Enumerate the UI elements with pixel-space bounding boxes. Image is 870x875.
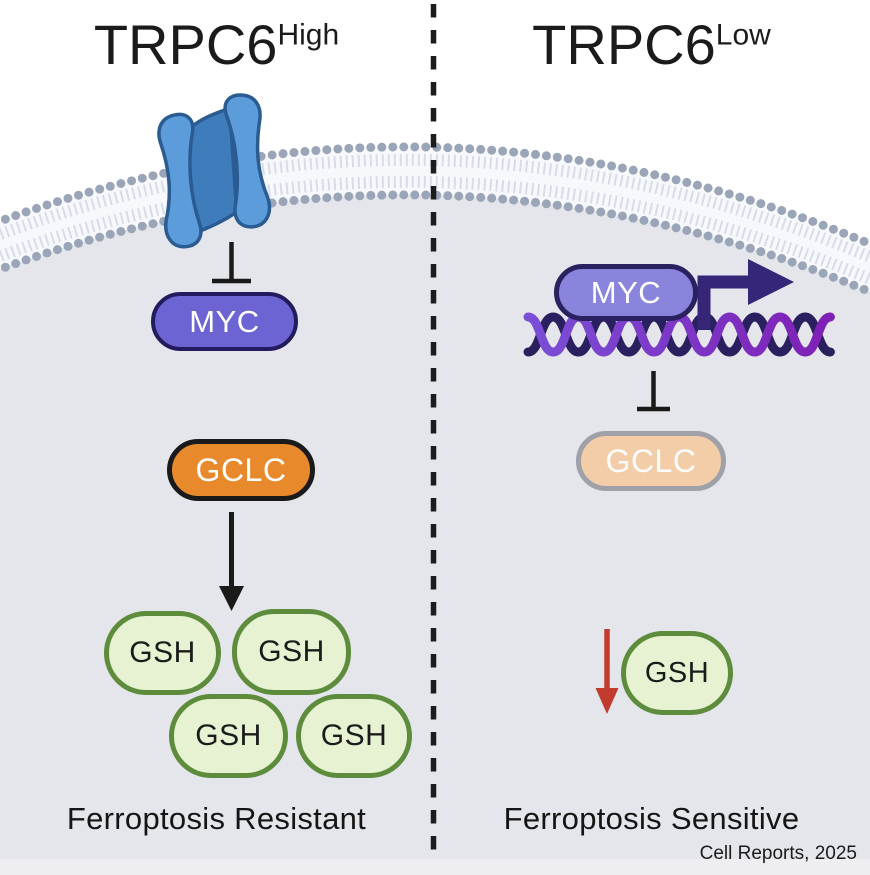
gsh-node: GSH [232,609,351,695]
gclc-node-left: GCLC [167,439,315,501]
gsh-node: GSH [169,694,288,778]
inhibition-t-bar-icon [212,242,251,284]
title-superscript-right: Low [715,18,771,52]
gsh-node: GSH [104,611,221,695]
myc-node-left: MYC [151,292,298,351]
journal-credit: Cell Reports, 2025 [699,843,857,864]
footer-ferroptosis-resistant: Ferroptosis Resistant [66,801,367,836]
down-arrow-icon [219,512,244,611]
cell-bottom-edge [0,859,870,875]
footer-ferroptosis-sensitive: Ferroptosis Sensitive [503,801,800,836]
title-gene-right: TRPC6 [532,13,716,76]
trpc6-channel-icon [154,91,273,251]
panel-title-trpc6-low: TRPC6Low [433,12,870,77]
title-superscript-left: High [277,18,340,52]
transcription-start-arrow-icon [697,259,794,330]
panel-title-trpc6-high: TRPC6High [0,12,433,77]
myc-node-right: MYC [554,264,698,321]
title-gene-left: TRPC6 [93,13,278,76]
gsh-node-right: GSH [621,631,733,715]
red-decrease-arrow-icon [595,629,619,714]
gsh-node: GSH [296,694,412,778]
gclc-node-right-faded: GCLC [576,431,726,491]
inhibition-t-bar-icon [637,371,670,412]
